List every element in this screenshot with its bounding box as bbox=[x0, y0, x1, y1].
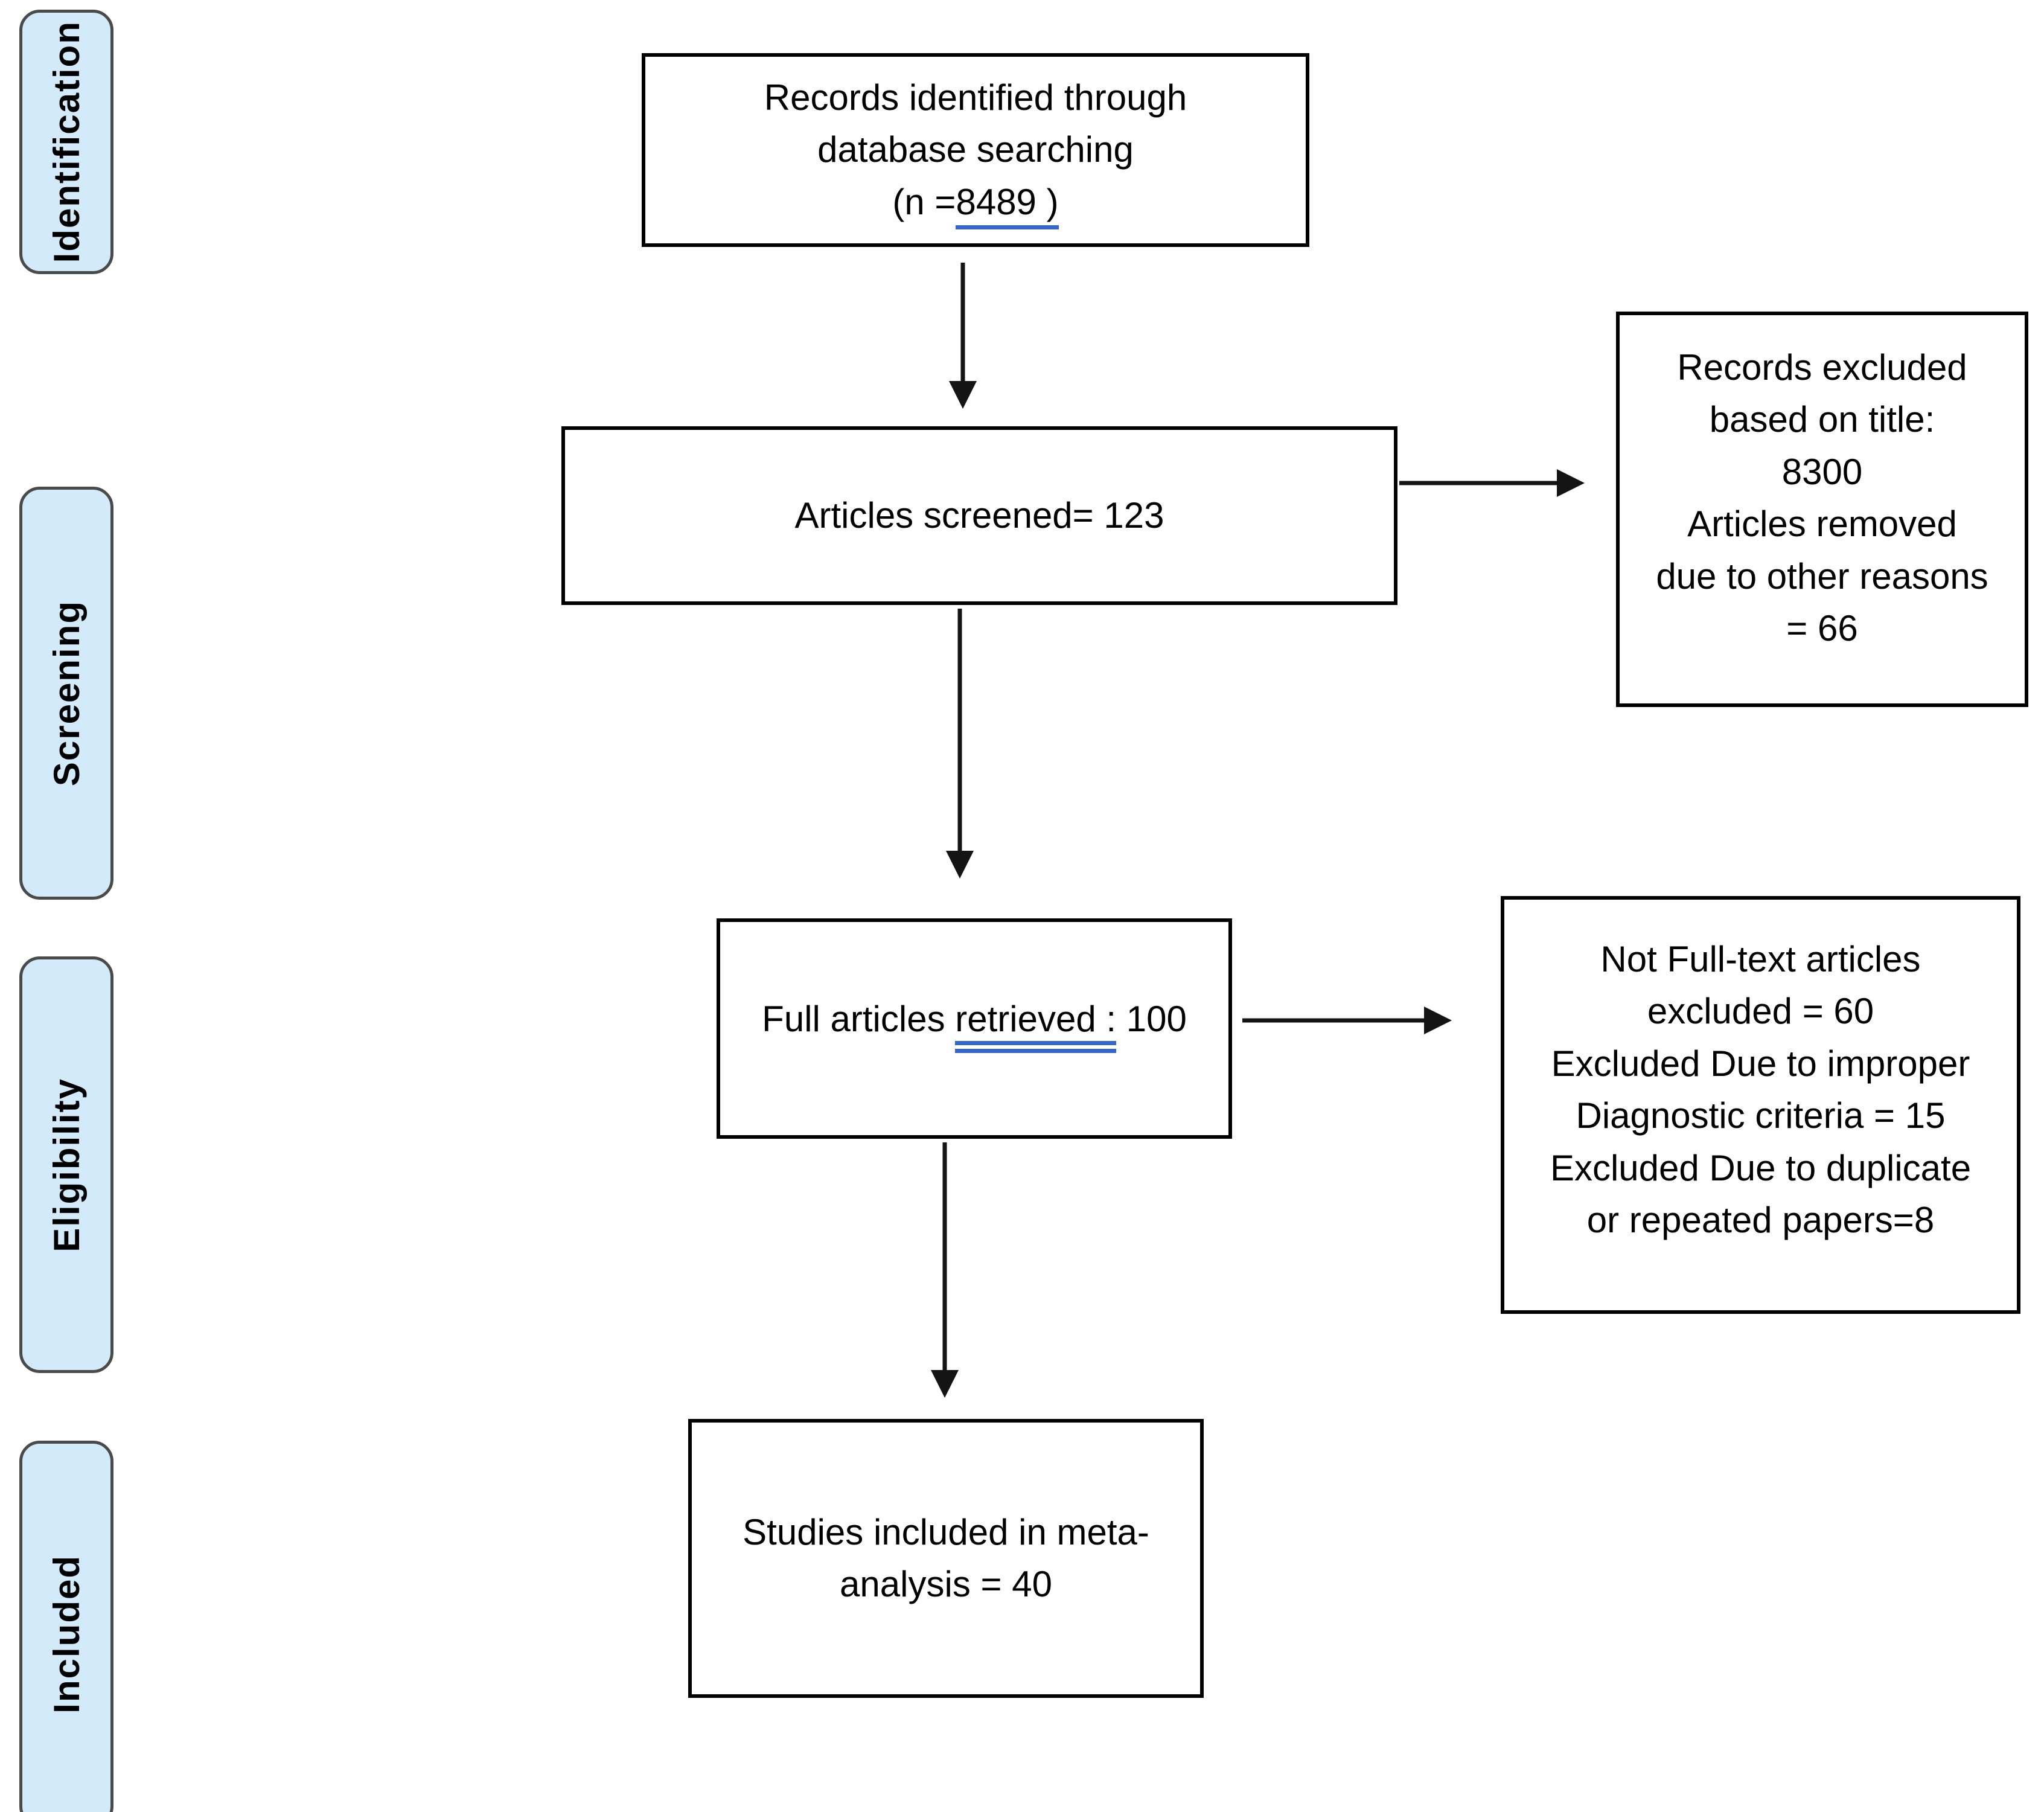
fulltext-excluded-line6: or repeated papers=8 bbox=[1586, 1199, 1935, 1240]
arrow-screened-to-retrieved bbox=[946, 609, 974, 879]
fulltext-excluded-line4: Diagnostic criteria = 15 bbox=[1576, 1095, 1946, 1136]
fulltext-excluded-line2: excluded = 60 bbox=[1647, 991, 1874, 1032]
records-identified-count-prefix: (n = bbox=[892, 181, 956, 222]
arrow-shaft bbox=[957, 609, 962, 854]
studies-included-line1: Studies included in meta- bbox=[743, 1511, 1149, 1552]
stage-eligibility-label: Eligibility bbox=[46, 1077, 87, 1252]
full-articles-retrieved-text: Full articles retrieved : 100 bbox=[762, 993, 1187, 1054]
records-excluded-count: 8300 bbox=[1781, 451, 1863, 492]
articles-removed-count: = 66 bbox=[1786, 607, 1858, 648]
full-articles-count: 100 bbox=[1116, 999, 1187, 1040]
arrow-screened-to-excluded bbox=[1399, 469, 1585, 497]
arrow-shaft bbox=[942, 1142, 947, 1374]
box-articles-screened: Articles screened= 123 bbox=[561, 426, 1397, 605]
records-excluded-line2: based on title: bbox=[1709, 399, 1935, 440]
stage-eligibility: Eligibility bbox=[19, 956, 113, 1373]
arrow-shaft bbox=[960, 263, 965, 385]
arrow-head-right-icon bbox=[1557, 469, 1585, 497]
box-fulltext-excluded: Not Full-text articles excluded = 60 Exc… bbox=[1501, 896, 2020, 1314]
stage-identification-label: Identification bbox=[46, 21, 87, 263]
box-records-excluded-title: Records excluded based on title: 8300 Ar… bbox=[1616, 312, 2028, 707]
records-identified-line2: database searching bbox=[817, 129, 1134, 170]
articles-removed-line1: Articles removed bbox=[1687, 504, 1957, 545]
box-studies-included: Studies included in meta- analysis = 40 bbox=[688, 1419, 1204, 1698]
arrow-identified-to-screened bbox=[949, 263, 977, 409]
full-articles-underlined: retrieved : bbox=[955, 999, 1117, 1054]
fulltext-excluded-line5: Excluded Due to duplicate bbox=[1550, 1147, 1972, 1188]
fulltext-excluded-line3: Excluded Due to improper bbox=[1551, 1043, 1970, 1084]
fulltext-excluded-line1: Not Full-text articles bbox=[1600, 939, 1921, 979]
records-identified-count: (n =8489 ) bbox=[892, 176, 1059, 229]
records-excluded-line1: Records excluded bbox=[1677, 347, 1967, 388]
arrow-head-down-icon bbox=[946, 851, 974, 879]
records-identified-line1: Records identified through bbox=[764, 77, 1187, 118]
arrow-head-down-icon bbox=[931, 1370, 959, 1398]
stage-included-label: Included bbox=[46, 1554, 87, 1714]
arrow-head-down-icon bbox=[949, 381, 977, 409]
arrow-shaft bbox=[1242, 1018, 1428, 1023]
arrow-retrieved-to-fulltext-excluded bbox=[1242, 1007, 1452, 1034]
stage-included: Included bbox=[19, 1441, 113, 1812]
stage-identification: Identification bbox=[19, 10, 113, 274]
stage-screening: Screening bbox=[19, 487, 113, 900]
arrow-retrieved-to-included bbox=[931, 1142, 959, 1398]
articles-removed-line2: due to other reasons bbox=[1656, 555, 1988, 597]
box-records-identified: Records identified through database sear… bbox=[642, 53, 1309, 247]
full-articles-prefix: Full articles bbox=[762, 999, 956, 1040]
arrow-head-right-icon bbox=[1424, 1007, 1452, 1034]
arrow-shaft bbox=[1399, 481, 1560, 485]
articles-screened-text: Articles screened= 123 bbox=[794, 495, 1164, 536]
box-full-articles-retrieved: Full articles retrieved : 100 bbox=[717, 918, 1232, 1139]
stage-screening-label: Screening bbox=[46, 600, 87, 787]
records-identified-count-value: 8489 ) bbox=[956, 181, 1059, 229]
studies-included-line2: analysis = 40 bbox=[840, 1564, 1052, 1604]
